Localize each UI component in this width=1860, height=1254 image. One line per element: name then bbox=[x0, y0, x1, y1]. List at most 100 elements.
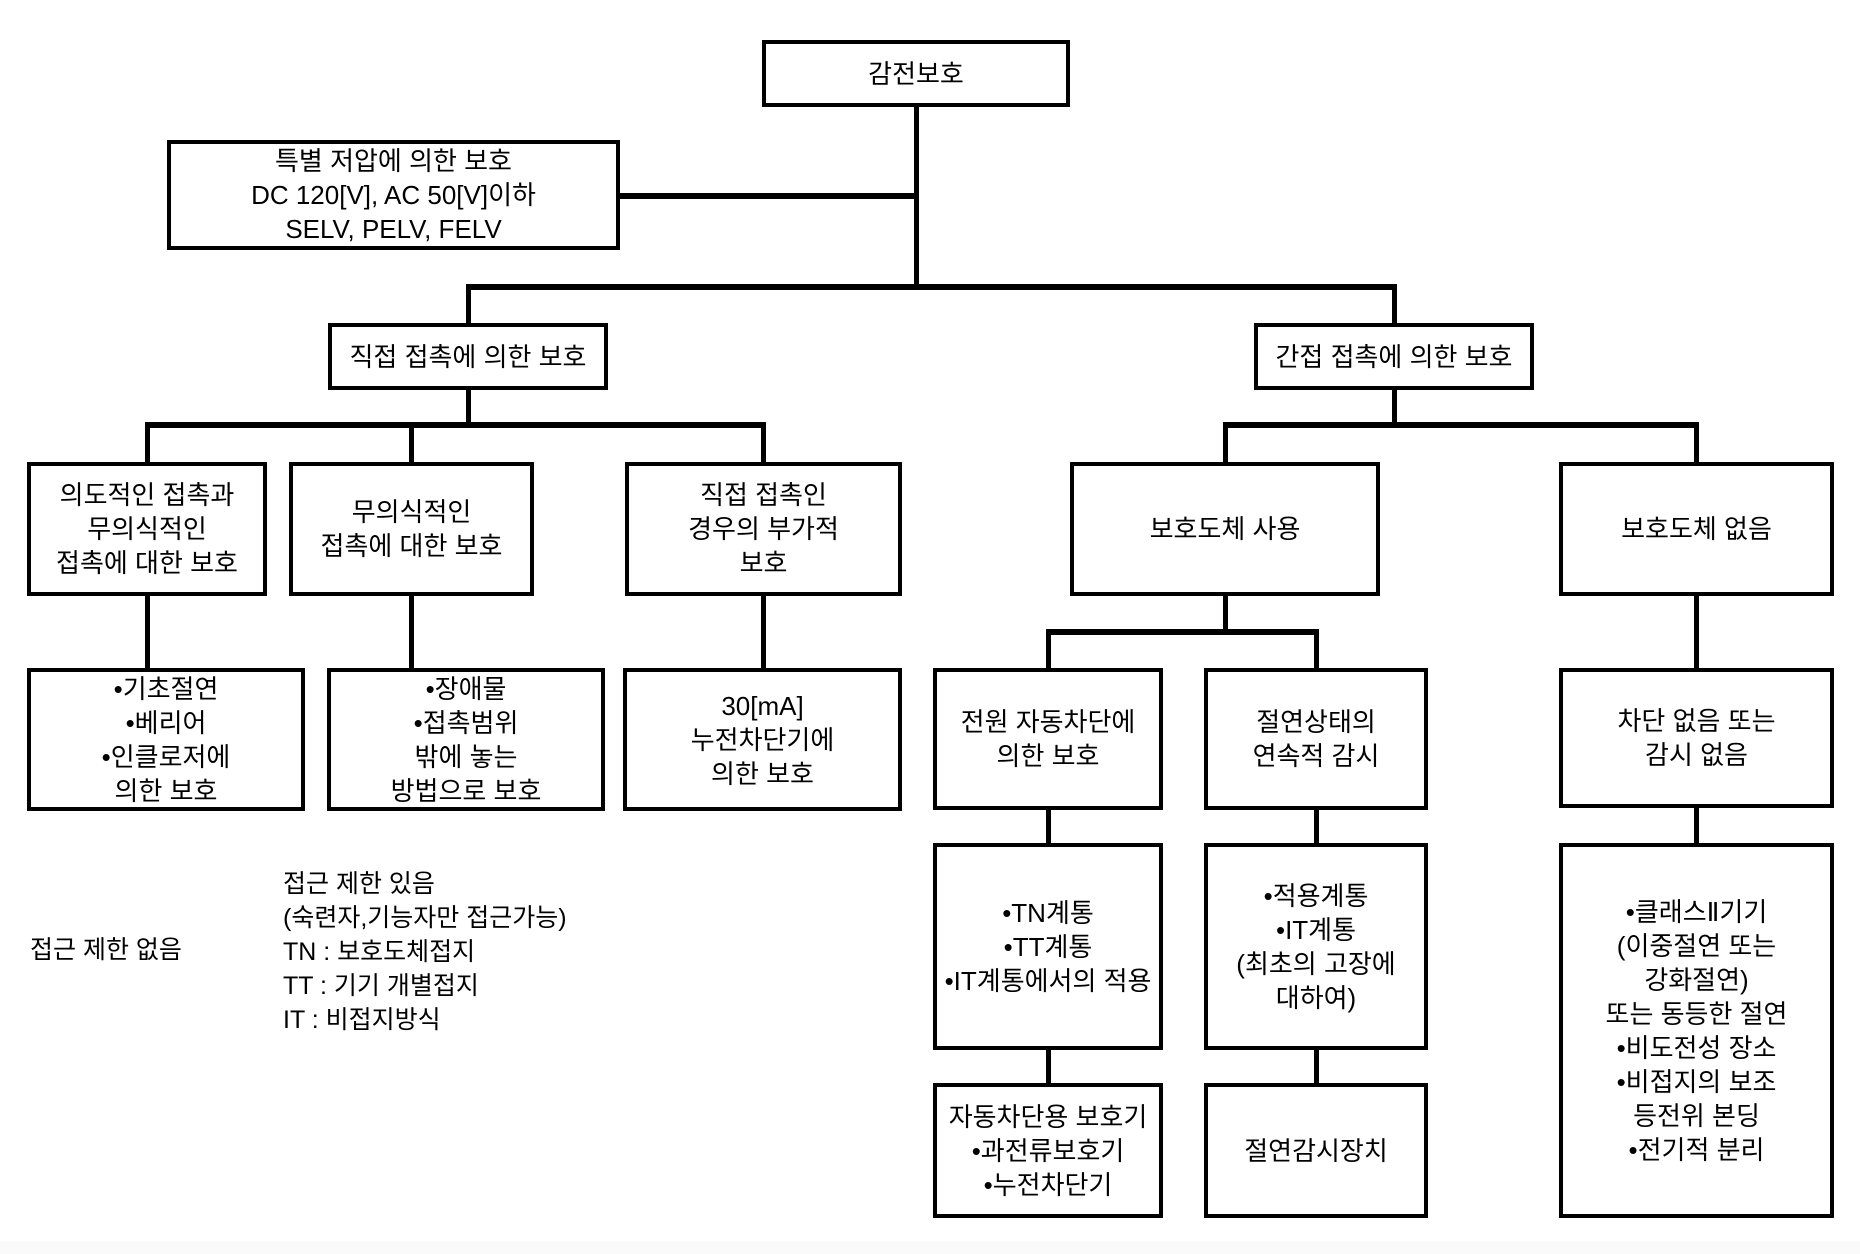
node-tn-tt-it-systems-line: •IT계통에서의 적용 bbox=[944, 965, 1152, 996]
node-extra-low-voltage-line: SELV, PELV, FELV bbox=[285, 214, 502, 244]
connector-additional-protection-rcd-30ma bbox=[761, 596, 766, 668]
node-insulation-monitoring-line: 절연상태의 bbox=[1256, 707, 1376, 737]
node-obstacles-line: 밖에 놓는 bbox=[414, 741, 518, 772]
node-no-disconnection-line: 차단 없음 또는 bbox=[1617, 706, 1776, 736]
node-basic-insulation-line: •기초절연 bbox=[113, 673, 219, 704]
node-no-disconnection-line: 감시 없음 bbox=[1645, 740, 1748, 770]
connector-no-disconnection-class2-equipment bbox=[1694, 808, 1699, 843]
connector-no-protective-conductor-no-disconnection bbox=[1694, 596, 1699, 668]
node-applied-systems-line: •IT계통 bbox=[1275, 914, 1357, 945]
connector-auto-disconnection-tn-tt-it-systems bbox=[1045, 810, 1051, 843]
connector-drop-direct-contact bbox=[465, 284, 471, 323]
annotation-no-access-limit: 접근 제한 없음 bbox=[30, 933, 182, 967]
connector-unintentional-contact-obstacles bbox=[409, 596, 414, 668]
node-class2-equipment-line: 강화절연) bbox=[1644, 964, 1749, 995]
node-intentional-contact-line: 의도적인 접촉과 bbox=[59, 480, 235, 510]
node-indirect-contact: 간접 접촉에 의한 보호 bbox=[1254, 323, 1534, 390]
node-applied-systems-line: (최초의 고장에 bbox=[1236, 948, 1396, 979]
node-shock-protection: 감전보호 bbox=[762, 40, 1070, 107]
node-shock-protection-line: 감전보호 bbox=[868, 58, 964, 89]
connector-drop-protective-conductor-used bbox=[1222, 422, 1228, 462]
node-class2-equipment-line: •비도전성 장소 bbox=[1616, 1032, 1777, 1063]
node-direct-contact-line: 직접 접촉에 의한 보호 bbox=[349, 341, 587, 372]
footer-strip bbox=[0, 1241, 1860, 1254]
annotation-no-access-limit-text: 접근 제한 없음 bbox=[30, 936, 182, 964]
node-additional-protection-line: 보호 bbox=[739, 548, 788, 578]
node-extra-low-voltage: 특별 저압에 의한 보호 DC 120[V], AC 50[V]이하 SELV, P… bbox=[167, 140, 620, 250]
connector-insulation-monitoring-applied-systems bbox=[1313, 810, 1319, 843]
connector-tn-tt-it-systems-auto-disconnect-devices bbox=[1045, 1050, 1051, 1083]
node-unintentional-contact-line: 접촉에 대한 보호 bbox=[320, 531, 503, 561]
legend-line: TN : 보호도체접지 bbox=[283, 938, 476, 966]
connector-extra-low-voltage-trunk bbox=[620, 193, 919, 199]
node-tn-tt-it-systems-line: •TT계통 bbox=[1003, 931, 1093, 962]
node-auto-disconnect-devices-line: 자동차단용 보호기 bbox=[948, 1101, 1148, 1132]
legend-line: TT : 기기 개별접지 bbox=[283, 972, 479, 1000]
connector-drop-indirect-contact bbox=[1391, 284, 1397, 323]
node-intentional-contact-line: 무의식적인 bbox=[87, 514, 207, 544]
node-rcd-30ma-line: 누전차단기에 bbox=[690, 724, 835, 755]
node-rcd-30ma-line: 30[mA] bbox=[721, 690, 804, 721]
node-basic-insulation-line: 의한 보호 bbox=[114, 775, 218, 806]
connector-rail-protective-conductor-used bbox=[1045, 629, 1319, 635]
connector-stub-protective-conductor-used bbox=[1222, 596, 1228, 635]
node-insulation-monitor-device-line: 절연감시장치 bbox=[1244, 1135, 1388, 1166]
connector-rail-shock-protection bbox=[465, 284, 1397, 290]
node-applied-systems-line: 대하여) bbox=[1275, 982, 1357, 1013]
node-insulation-monitor-device: 절연감시장치 bbox=[1204, 1083, 1428, 1218]
node-protective-conductor-used: 보호도체 사용 bbox=[1070, 462, 1380, 596]
node-class2-equipment-line: •비접지의 보조 bbox=[1616, 1066, 1777, 1097]
node-rcd-30ma-line: 의한 보호 bbox=[711, 758, 814, 789]
node-unintentional-contact-line: 무의식적인 bbox=[351, 497, 472, 527]
connector-drop-auto-disconnection bbox=[1045, 629, 1051, 668]
legend-line: IT : 비접지방식 bbox=[283, 1006, 441, 1034]
node-auto-disconnect-devices-line: •누전차단기 bbox=[983, 1169, 1113, 1200]
node-extra-low-voltage-line: 특별 저압에 의한 보호 bbox=[275, 146, 512, 176]
node-additional-protection-line: 경우의 부가적 bbox=[688, 514, 839, 544]
node-extra-low-voltage-line: DC 120[V], AC 50[V]이하 bbox=[251, 180, 536, 210]
connector-rail-direct-contact bbox=[144, 422, 766, 428]
node-class2-equipment-line: •전기적 분리 bbox=[1628, 1134, 1765, 1165]
node-auto-disconnection-line: 의한 보호 bbox=[996, 741, 1100, 771]
node-obstacles-line: •접촉범위 bbox=[413, 707, 519, 738]
connector-applied-systems-insulation-monitor-device bbox=[1313, 1050, 1319, 1083]
node-no-protective-conductor: 보호도체 없음 bbox=[1559, 462, 1834, 596]
node-indirect-contact-line: 간접 접촉에 의한 보호 bbox=[1275, 341, 1513, 372]
connector-drop-additional-protection bbox=[761, 422, 766, 462]
node-obstacles-line: 방법으로 보호 bbox=[390, 775, 542, 806]
node-auto-disconnect-devices-line: •과전류보호기 bbox=[971, 1135, 1125, 1166]
node-auto-disconnection-line: 전원 자동차단에 bbox=[960, 707, 1136, 737]
connector-stub-direct-contact bbox=[465, 390, 471, 428]
connector-drop-intentional-contact bbox=[144, 422, 150, 462]
node-class2-equipment-line: (이중절연 또는 bbox=[1616, 930, 1777, 961]
legend-line: 접근 제한 있음 bbox=[283, 870, 435, 898]
node-basic-insulation-line: •베리어 bbox=[125, 707, 207, 738]
node-intentional-contact-line: 접촉에 대한 보호 bbox=[56, 548, 238, 578]
node-class2-equipment-line: 또는 동등한 절연 bbox=[1605, 998, 1788, 1029]
connector-intentional-contact-basic-insulation bbox=[144, 596, 150, 668]
node-direct-contact: 직접 접촉에 의한 보호 bbox=[328, 323, 608, 390]
node-auto-disconnect-devices: 자동차단용 보호기•과전류보호기•누전차단기 bbox=[933, 1083, 1163, 1218]
node-class2-equipment-line: 등전위 본딩 bbox=[1633, 1100, 1760, 1131]
node-no-protective-conductor-line: 보호도체 없음 bbox=[1621, 514, 1772, 544]
connector-stub-indirect-contact bbox=[1391, 390, 1397, 428]
connector-rail-indirect-contact bbox=[1222, 422, 1699, 428]
connector-drop-unintentional-contact bbox=[409, 422, 414, 462]
node-insulation-monitoring-line: 연속적 감시 bbox=[1252, 741, 1380, 771]
node-additional-protection-line: 직접 접촉인 bbox=[700, 480, 827, 510]
legend-line: (숙련자,기능자만 접근가능) bbox=[283, 904, 567, 932]
node-class2-equipment-line: •클래스Ⅱ기기 bbox=[1625, 896, 1768, 927]
node-protective-conductor-used-line: 보호도체 사용 bbox=[1149, 514, 1301, 544]
node-applied-systems-line: •적용계통 bbox=[1263, 880, 1369, 911]
node-tn-tt-it-systems: •TN계통•TT계통•IT계통에서의 적용 bbox=[933, 843, 1163, 1050]
node-tn-tt-it-systems-line: •TN계통 bbox=[1002, 897, 1094, 928]
node-obstacles-line: •장애물 bbox=[425, 673, 507, 704]
